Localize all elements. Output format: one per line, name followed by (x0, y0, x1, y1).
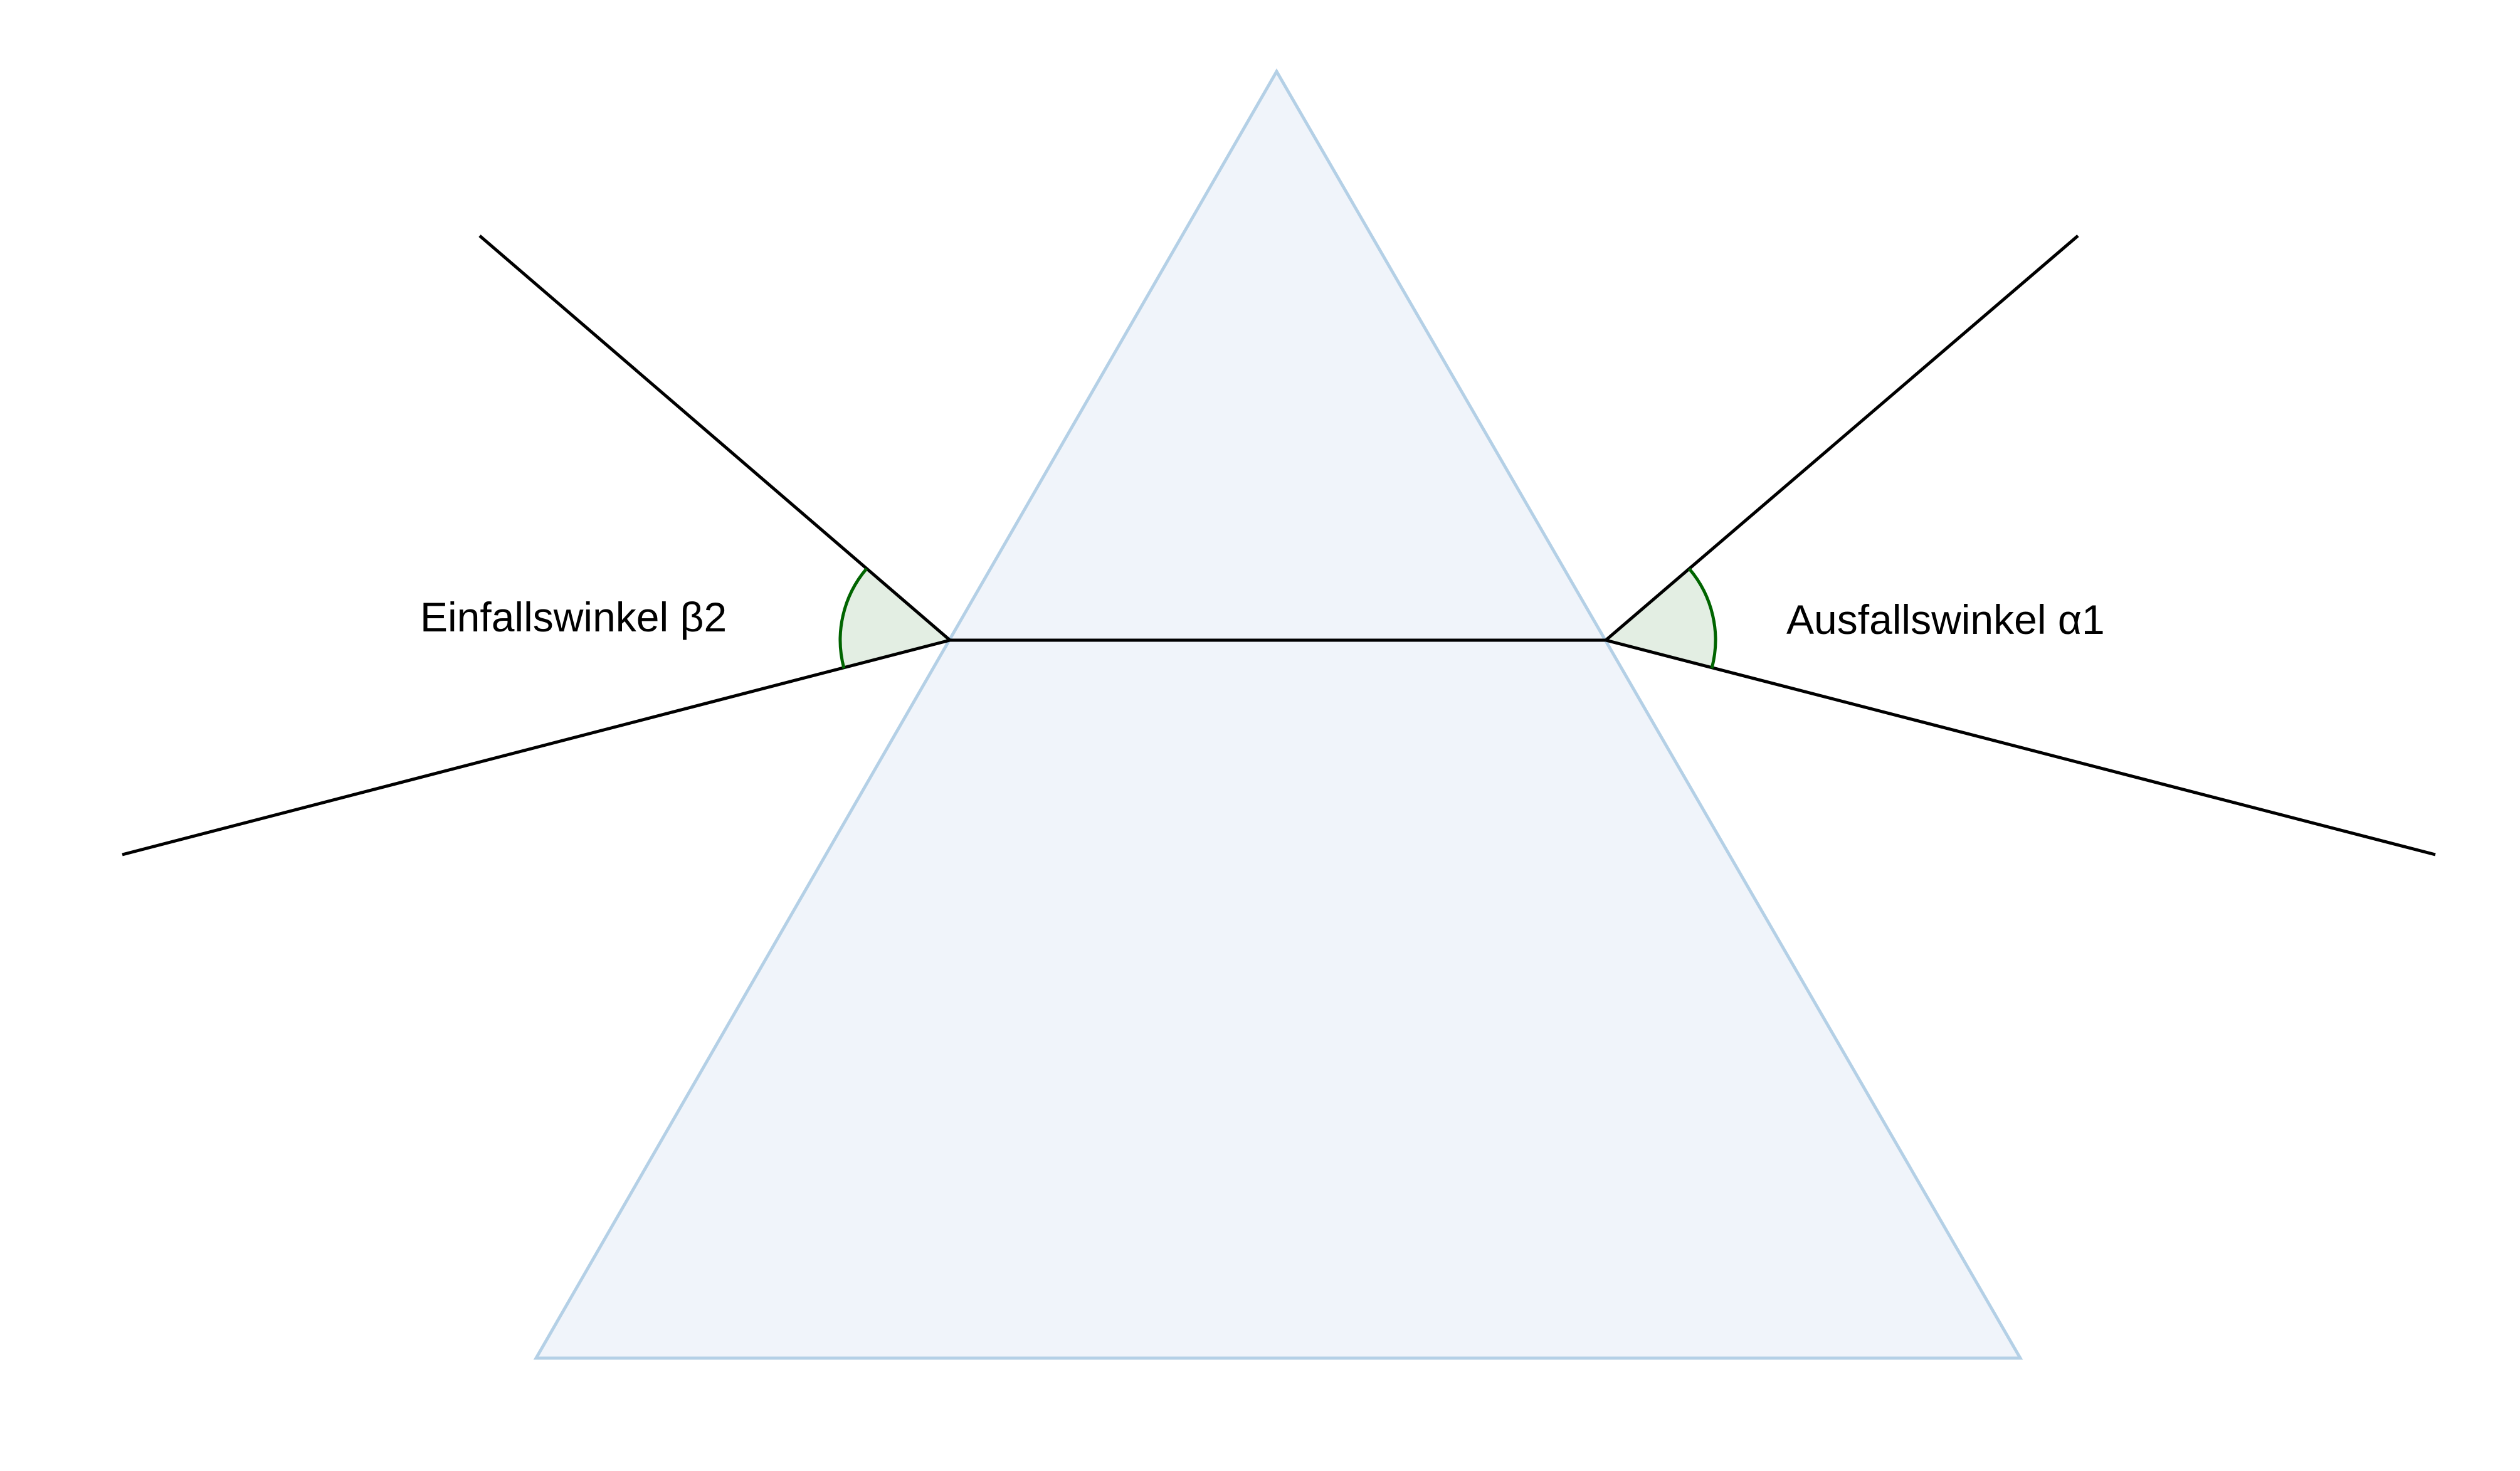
exit-angle-sector (1606, 569, 1716, 668)
incidence-angle-label: Einfallswinkel β2 (420, 594, 727, 640)
outgoing-ray-upper-right (1605, 235, 2079, 641)
incidence-angle-arc (838, 567, 868, 669)
outgoing-ray-lower-right (1605, 638, 2436, 857)
incoming-ray-upper-left (478, 235, 951, 641)
prism (533, 68, 2023, 1360)
incoming-ray-lower-left (122, 638, 951, 857)
exit-angle-arc (1688, 567, 1717, 669)
incidence-angle-sector (840, 569, 950, 668)
exit-angle-label: Ausfallswinkel α1 (1786, 596, 2105, 643)
